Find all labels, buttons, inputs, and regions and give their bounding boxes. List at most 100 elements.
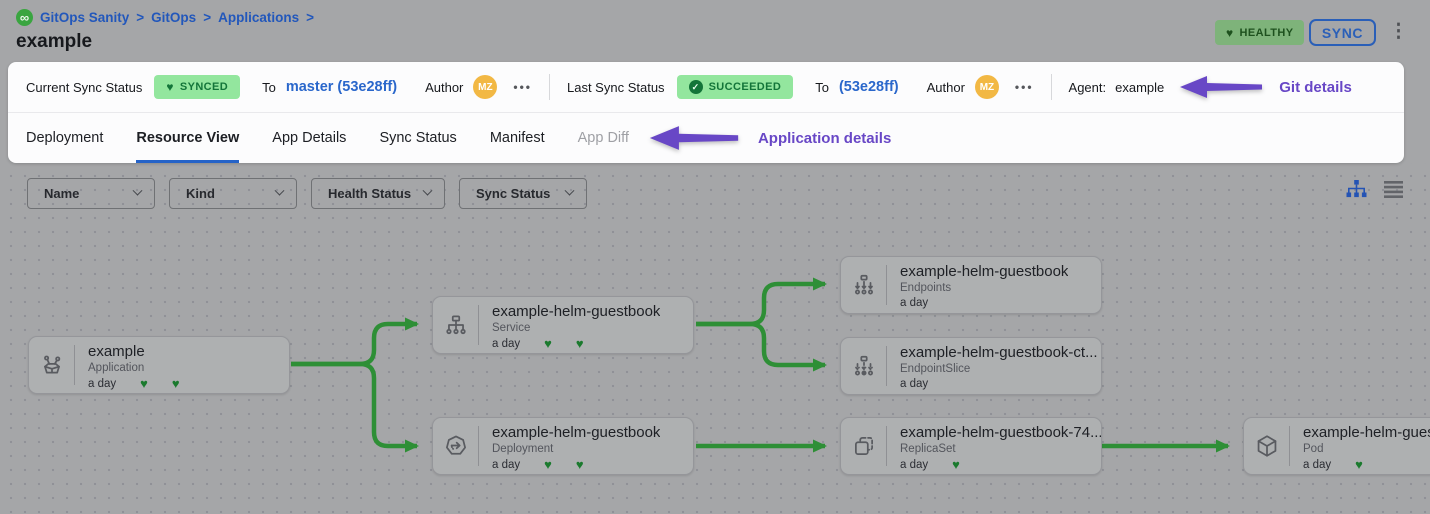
more-options-icon[interactable]: ••• [1014,80,1034,94]
tab-app-details[interactable]: App Details [272,130,347,146]
breadcrumb-item-applications[interactable]: Applications [218,10,300,25]
sync-status-filter-dropdown[interactable]: Sync Status [459,178,587,209]
heart-icon: ♥ [575,336,584,351]
breadcrumb-separator: > [136,10,145,25]
service-icon [433,297,478,353]
breadcrumb-item-gitops[interactable]: GitOps [151,10,197,25]
health-status-filter-label: Health Status [328,186,412,201]
kebab-menu-icon[interactable]: ⋮ [1389,21,1408,42]
tree-view-icon[interactable] [1346,179,1367,199]
node-title: example-helm-guestbook [492,303,661,320]
heart-icon: ♥ [1355,457,1363,472]
deployment-icon [433,418,478,474]
last-revision-link[interactable]: (53e28ff) [838,79,899,95]
to-label: To [815,79,829,95]
node-age: a day [900,297,929,309]
tab-app-diff[interactable]: App Diff [577,130,629,146]
graph-node-pod[interactable]: example-helm-guest Pod a day ♥ [1243,417,1430,475]
breadcrumb-item-gitops-sanity[interactable]: GitOps Sanity [40,10,130,25]
endpoints-icon [841,257,886,313]
graph-node-application-example[interactable]: example Application a day ♥ ♥ [28,336,290,394]
divider [1289,426,1290,466]
current-sync-status-label: Current Sync Status [26,79,143,95]
author-label: Author [425,79,464,95]
tab-resource-view[interactable]: Resource View [136,113,239,163]
synced-badge-label: SYNCED [179,81,229,93]
node-title: example-helm-guestbook [492,424,661,441]
node-title: example-helm-guestbook [900,263,1069,280]
annotation-arrow-left-icon [649,126,739,150]
health-status-badge: ♥ HEALTHY [1215,20,1305,45]
divider [886,346,887,386]
divider [1050,74,1052,100]
git-details-annotation: Git details [1279,78,1352,96]
heart-icon: ♥ [171,376,180,391]
succeeded-badge-label: SUCCEEDED [708,81,782,93]
name-filter-dropdown[interactable]: Name [27,178,155,209]
application-details-annotation: Application details [757,129,892,147]
node-title: example-helm-guestbook-ct... [900,344,1098,361]
node-age: a day [88,377,117,390]
annotation-arrow-left-icon [1180,76,1263,98]
synced-badge: ♥ SYNCED [154,75,241,99]
node-age: a day [900,458,929,471]
health-status-filter-dropdown[interactable]: Health Status [311,178,445,209]
tab-deployment[interactable]: Deployment [26,130,104,146]
author-avatar[interactable]: MZ [974,75,999,99]
pod-icon [1244,418,1289,474]
node-kind: Pod [1303,443,1324,455]
sync-status-bar: Current Sync Status ♥ SYNCED To master (… [8,62,1404,113]
graph-node-endpoints[interactable]: example-helm-guestbook Endpoints a day [840,256,1102,314]
list-view-icon[interactable] [1384,180,1403,198]
page-header: ∞ GitOps Sanity > GitOps > Applications … [0,0,1430,62]
chevron-down-icon [422,185,433,196]
divider [549,74,550,100]
check-circle-icon: ✓ [688,80,703,94]
application-icon [29,337,74,393]
more-options-icon[interactable]: ••• [513,80,532,94]
view-toggles [1346,179,1403,199]
agent-label: Agent: [1068,79,1107,95]
divider [886,265,887,305]
filter-bar: Name Kind Health Status Sync Status [27,178,587,209]
gitops-logo-icon: ∞ [16,9,33,26]
heart-icon: ♥ [952,457,960,472]
node-kind: Deployment [492,443,554,455]
node-age: a day [1303,458,1332,471]
tab-sync-status[interactable]: Sync Status [379,130,457,146]
health-badge-label: HEALTHY [1239,26,1294,39]
graph-node-endpointslice[interactable]: example-helm-guestbook-ct... EndpointSli… [840,337,1102,395]
endpointslice-icon [841,338,886,394]
node-title: example-helm-guestbook-74... [900,424,1101,441]
heart-icon: ♥ [166,80,174,94]
heart-icon: ♥ [1226,25,1234,40]
heart-icon: ♥ [140,376,148,391]
node-kind: Service [492,322,531,334]
node-age: a day [492,458,521,471]
author-label: Author [926,79,965,95]
current-revision-link[interactable]: master (53e28ff) [285,79,398,95]
replicaset-icon [841,418,886,474]
kind-filter-dropdown[interactable]: Kind [169,178,297,209]
graph-node-deployment[interactable]: example-helm-guestbook Deployment a day … [432,417,694,475]
graph-node-service[interactable]: example-helm-guestbook Service a day ♥ ♥ [432,296,694,354]
node-kind: ReplicaSet [900,443,956,455]
sync-button[interactable]: SYNC [1309,19,1376,46]
node-title: example [88,343,145,360]
heart-icon: ♥ [544,457,552,472]
app-header-panel: Current Sync Status ♥ SYNCED To master (… [8,62,1404,163]
chevron-down-icon [274,185,285,196]
to-label: To [262,79,276,95]
divider [478,305,479,345]
divider [886,426,887,466]
author-avatar[interactable]: MZ [473,75,498,99]
node-age: a day [492,337,521,350]
tab-manifest[interactable]: Manifest [489,130,545,146]
node-kind: EndpointSlice [900,363,971,375]
breadcrumb-separator: > [203,10,212,25]
breadcrumb-separator: > [306,10,314,25]
heart-icon: ♥ [575,457,584,472]
heart-icon: ♥ [544,336,552,351]
sync-status-filter-label: Sync Status [476,186,551,201]
graph-node-replicaset[interactable]: example-helm-guestbook-74... ReplicaSet … [840,417,1102,475]
